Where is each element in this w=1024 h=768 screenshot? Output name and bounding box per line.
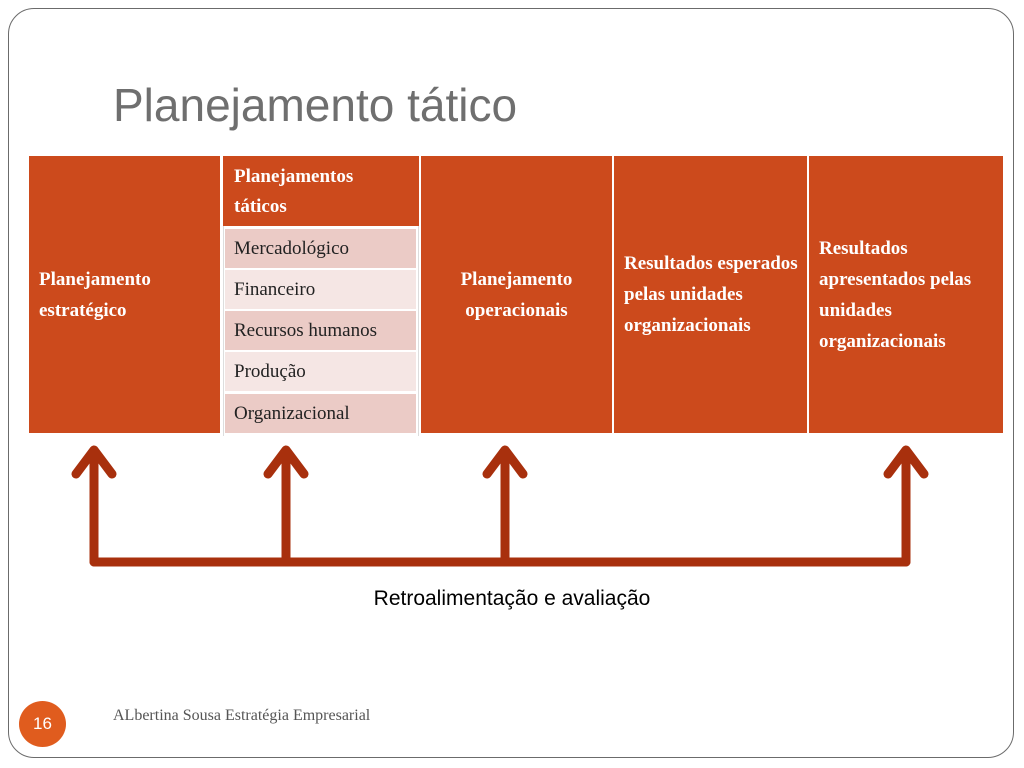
tactical-item: Financeiro bbox=[225, 270, 416, 309]
presented-results-label: Resultados apresentados pelas unidades o… bbox=[819, 237, 972, 352]
strategic-planning-label: Planejamento estratégico bbox=[39, 268, 151, 321]
tactical-planning-label: Planejamentos táticos bbox=[234, 166, 354, 217]
expected-results-block: Resultados esperados pelas unidades orga… bbox=[614, 156, 807, 433]
slide-title: Planejamento tático bbox=[113, 79, 518, 131]
tactical-planning-header: Planejamentos táticos bbox=[223, 156, 419, 226]
arrow-presented-icon bbox=[883, 445, 929, 567]
tactical-item: Mercadológico bbox=[225, 229, 416, 268]
tactical-item: Organizacional bbox=[225, 394, 416, 433]
strategic-planning-block: Planejamento estratégico bbox=[29, 156, 220, 433]
tactical-item: Produção bbox=[225, 352, 416, 391]
operational-planning-block: Planejamento operacionais bbox=[421, 156, 612, 433]
footer-text: ALbertina Sousa Estratégia Empresarial bbox=[113, 707, 371, 724]
page-number-badge: 16 bbox=[19, 701, 66, 747]
tactical-item: Recursos humanos bbox=[225, 311, 416, 350]
arrow-tactical-icon bbox=[263, 445, 309, 567]
expected-results-label: Resultados esperados pelas unidades orga… bbox=[624, 253, 798, 336]
operational-planning-label: Planejamento operacionais bbox=[460, 268, 573, 321]
feedback-caption: Retroalimentação e avaliação bbox=[373, 587, 651, 610]
presented-results-block: Resultados apresentados pelas unidades o… bbox=[809, 156, 1003, 433]
arrow-strategic-icon bbox=[71, 445, 117, 567]
arrow-operational-icon bbox=[482, 445, 528, 567]
